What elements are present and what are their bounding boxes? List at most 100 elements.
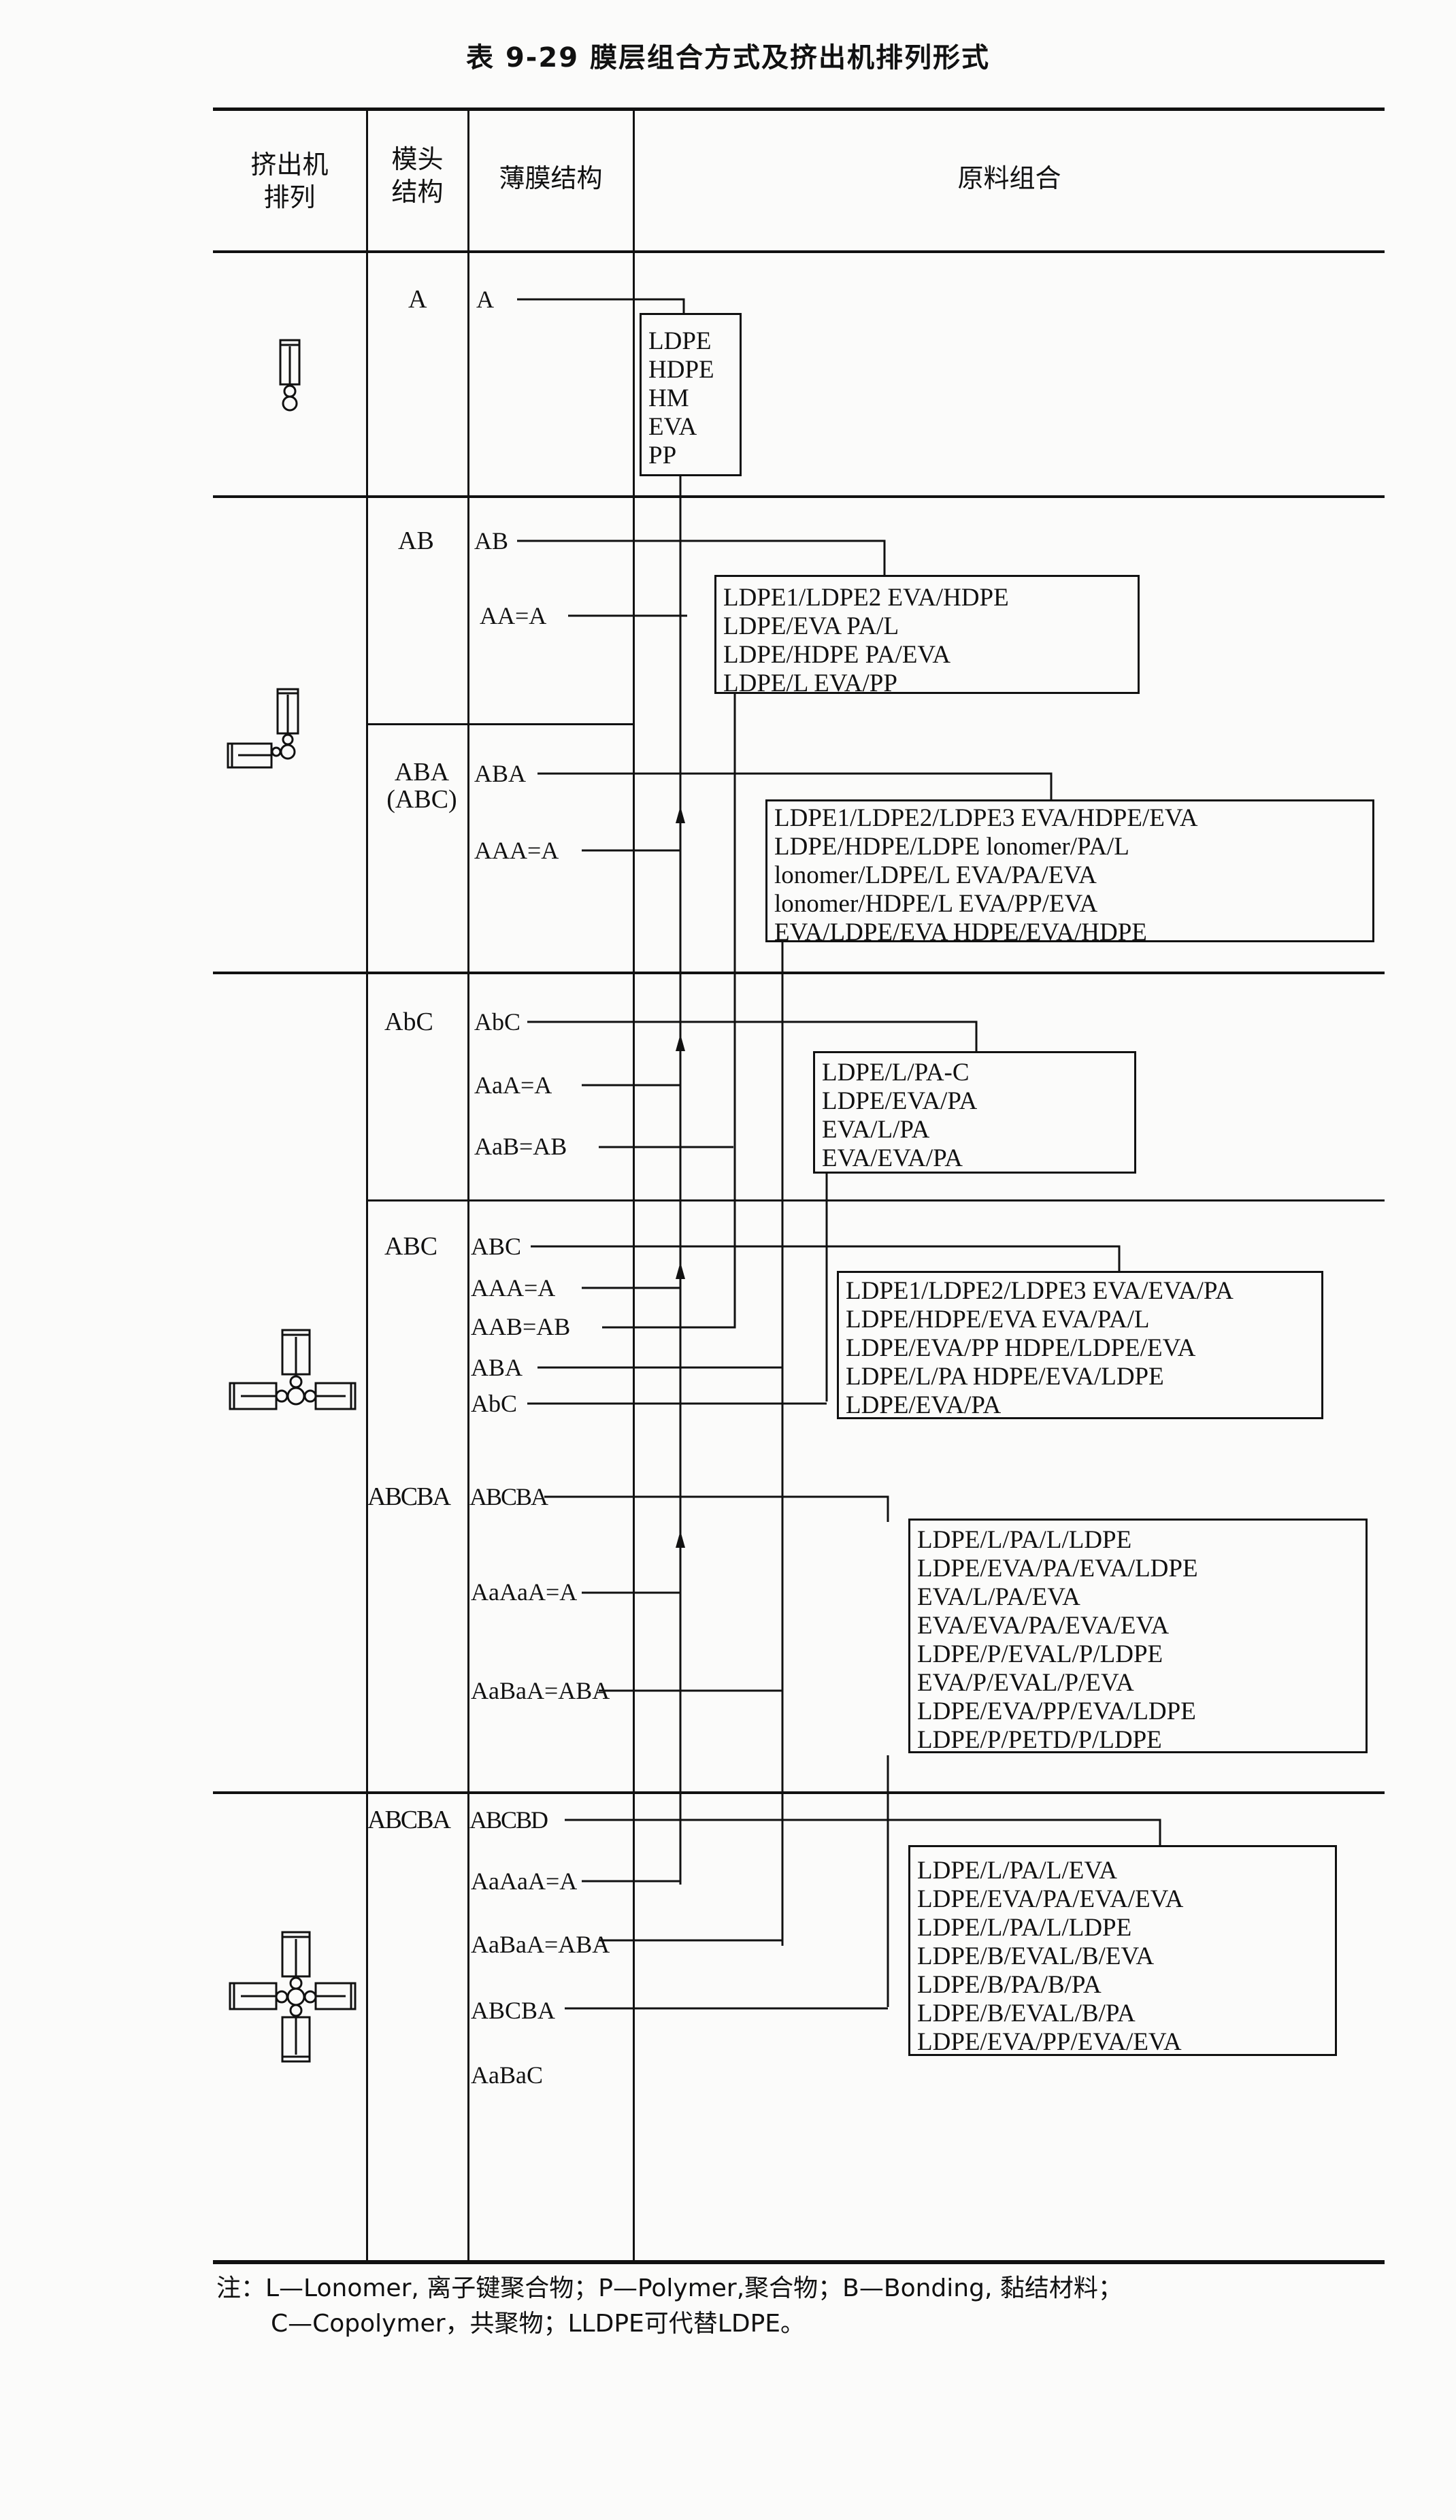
film-structure-item: AbC	[474, 1008, 521, 1035]
material-item: LDPE1/LDPE2/LDPE3 EVA/EVA/PA	[846, 1277, 1234, 1305]
material-item: LDPE1/LDPE2/LDPE3 EVA/HDPE/EVA	[774, 804, 1198, 832]
film-structure-item: AaB=AB	[474, 1133, 567, 1160]
material-item: PP	[648, 442, 677, 469]
material-item: LDPE/HDPE/EVA EVA/PA/L	[846, 1306, 1150, 1333]
material-item: lonomer/LDPE/L EVA/PA/EVA	[774, 861, 1097, 889]
material-item: LDPE/EVA/PA/EVA/EVA	[917, 1885, 1184, 1913]
film-structure-item: AaBaA=ABA	[471, 1677, 610, 1704]
die-line: (ABC)	[386, 785, 457, 814]
film-structure-item: AaAaA=A	[471, 1578, 578, 1606]
material-item: LDPE/EVA/PP/EVA/EVA	[917, 2028, 1182, 2056]
header-line: 排列	[263, 182, 316, 212]
connector-abcba	[544, 1495, 889, 1522]
film-structure-item: AaBaC	[471, 2061, 543, 2089]
material-item: LDPE/L/PA/L/LDPE	[917, 1526, 1132, 1554]
material-box: LDPE HDPE HM EVA PP	[640, 313, 742, 476]
section-rule-1	[213, 495, 1385, 498]
material-item: LDPE/HDPE PA/EVA	[723, 641, 951, 669]
section-subrule-abc	[366, 1199, 1385, 1201]
material-item: LDPE1/LDPE2 EVA/HDPE	[723, 584, 1009, 612]
section-rule-2	[213, 972, 1385, 974]
connector-ab	[517, 540, 886, 575]
film-structure-item: AaAaA=A	[471, 1868, 578, 1895]
header-film-structure: 薄膜结构	[499, 163, 603, 193]
header-bottom-rule	[213, 250, 1385, 253]
material-item: LDPE/P/PETD/P/LDPE	[917, 1726, 1162, 1754]
arrow-up-icon	[676, 1034, 685, 1051]
material-box: LDPE/L/PA/L/EVA LDPE/EVA/PA/EVA/EVA LDPE…	[908, 1845, 1337, 2056]
film-structure-item: ABCBA	[471, 1997, 556, 2024]
die-structure-cell: AbC	[384, 1008, 433, 1036]
material-item: LDPE/L/PA-C	[822, 1059, 970, 1087]
two-extruder-icon	[227, 688, 299, 769]
material-item: LDPE/L/PA/L/EVA	[917, 1857, 1117, 1885]
four-extruder-icon	[229, 1931, 357, 2063]
material-item: LDPE/EVA/PA	[822, 1087, 978, 1115]
material-item: LDPE/L EVA/PP	[723, 669, 897, 697]
footnote-line-1: 注：L—Lonomer, 离子键聚合物；P—Polymer,聚合物；B—Bond…	[216, 2274, 1123, 2302]
die-structure-cell: ABCBA	[367, 1806, 451, 1834]
material-item: EVA/LDPE/EVA HDPE/EVA/HDPE	[774, 918, 1147, 946]
material-item: LDPE/EVA/PA	[846, 1391, 1002, 1419]
die-structure-cell: AB	[398, 527, 434, 555]
connector-aab-2	[602, 1197, 736, 1329]
header-line: 模头	[391, 144, 444, 174]
header-extruder-arrangement: 挤出机 排列	[213, 148, 366, 214]
film-structure-item: AAA=A	[471, 1274, 556, 1302]
column-divider-3	[633, 109, 635, 2261]
material-box: LDPE/L/PA/L/LDPE LDPE/EVA/PA/EVA/LDPE EV…	[908, 1519, 1368, 1754]
film-structure-item: ABCBD	[469, 1806, 548, 1834]
arrow-up-icon	[676, 806, 685, 823]
three-extruder-icon	[229, 1329, 357, 1410]
material-item: LDPE/EVA PA/L	[723, 612, 899, 640]
material-item: LDPE/EVA/PA/EVA/LDPE	[917, 1555, 1198, 1582]
material-item: LDPE/HDPE/LDPE lonomer/PA/L	[774, 833, 1129, 861]
film-structure-item: AA=A	[480, 602, 547, 629]
connector-abc-2	[531, 1245, 1121, 1272]
film-structure-item: ABA	[471, 1354, 523, 1381]
column-divider-1	[366, 109, 368, 2261]
bottom-rule	[213, 2260, 1385, 2264]
header-material-combination: 原料组合	[957, 163, 1061, 193]
material-item: EVA/EVA/PA	[822, 1144, 963, 1172]
material-box: LDPE1/LDPE2/LDPE3 EVA/HDPE/EVA LDPE/HDPE…	[765, 799, 1374, 946]
film-structure-item: AaA=A	[474, 1072, 552, 1099]
material-item: EVA/L/PA	[822, 1116, 930, 1144]
header-line: 结构	[391, 177, 444, 207]
material-item: EVA/EVA/PA/EVA/EVA	[917, 1612, 1170, 1640]
connector-abcbd	[565, 1819, 1161, 1847]
film-structure-item: AAA=A	[474, 837, 559, 864]
film-structure-item: AaBaA=ABA	[471, 1931, 610, 1958]
die-structure-cell: ABC	[384, 1232, 438, 1261]
material-item: lonomer/HDPE/L EVA/PP/EVA	[774, 890, 1098, 918]
header-line: 挤出机	[250, 150, 329, 180]
material-box: LDPE1/LDPE2/LDPE3 EVA/EVA/PA LDPE/HDPE/E…	[837, 1271, 1323, 1419]
section-subrule-ab	[366, 723, 633, 725]
connector-a	[517, 298, 685, 313]
film-structure-item: ABCBA	[469, 1483, 548, 1510]
film-structure-item: AbC	[471, 1390, 518, 1417]
material-item: LDPE/B/EVAL/B/EVA	[917, 1942, 1155, 1970]
die-line: ABA	[394, 758, 450, 786]
arrow-up-icon	[676, 1531, 685, 1548]
material-item: HM	[648, 384, 689, 412]
film-structure-item: ABA	[474, 760, 527, 787]
material-item: LDPE/EVA/PP/EVA/LDPE	[917, 1697, 1196, 1725]
material-item: HDPE	[648, 356, 714, 384]
arrow-up-icon	[676, 1262, 685, 1279]
film-structure-item: AB	[474, 527, 509, 554]
material-item: LDPE/P/EVAL/P/LDPE	[917, 1640, 1163, 1668]
material-box: LDPE/L/PA-C LDPE/EVA/PA EVA/L/PA EVA/EVA…	[813, 1051, 1136, 1174]
material-box: LDPE1/LDPE2 EVA/HDPE LDPE/EVA PA/L LDPE/…	[714, 575, 1140, 697]
material-item: LDPE/B/PA/B/PA	[917, 1971, 1102, 1999]
material-item: LDPE/B/EVAL/B/PA	[917, 2000, 1136, 2027]
header-die-structure: 模头 结构	[367, 143, 467, 208]
film-structure-item: ABC	[471, 1233, 522, 1260]
die-structure-cell: ABCBA	[367, 1482, 451, 1511]
connector-aba	[537, 772, 1053, 799]
material-item: EVA/L/PA/EVA	[917, 1583, 1080, 1611]
die-structure-cell: A	[408, 285, 427, 314]
section-rule-3	[213, 1791, 1385, 1794]
film-structure-item: A	[476, 286, 494, 313]
